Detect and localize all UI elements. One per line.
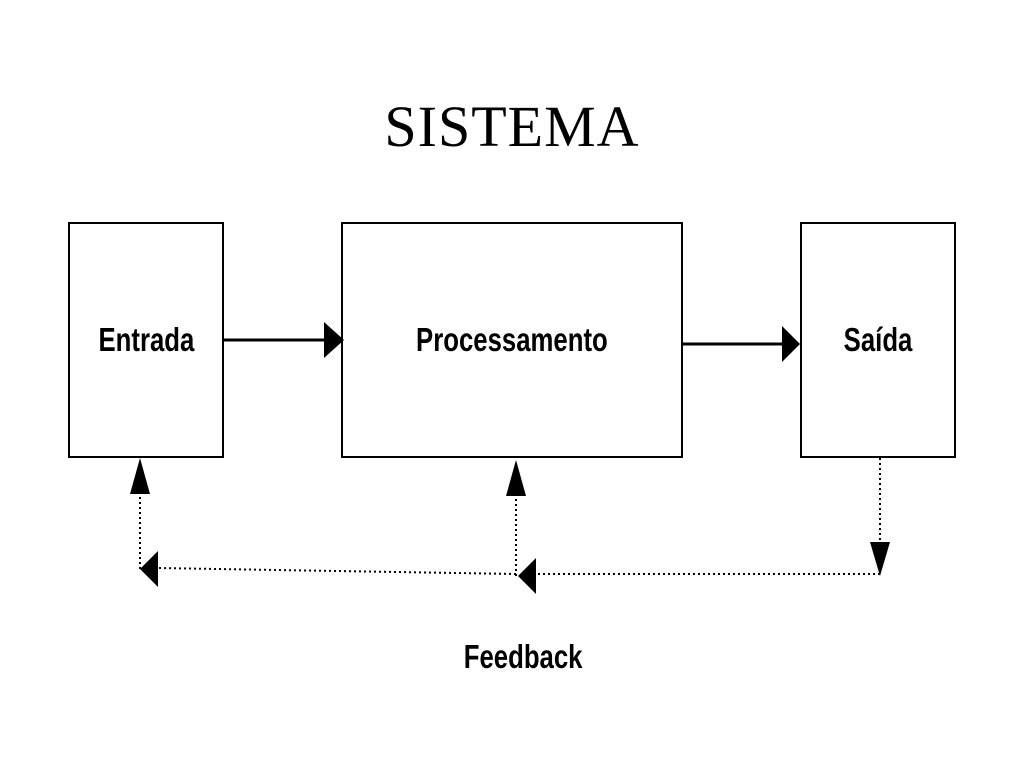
feedback-to-processing-head [506, 460, 526, 496]
processing-box-label: Processamento [416, 321, 608, 358]
arrow-processing-to-output-head [782, 326, 800, 362]
feedback-horizontal-left-head [140, 551, 158, 587]
input-box: Entrada [68, 222, 224, 458]
processing-box: Processamento [341, 222, 683, 458]
feedback-horizontal-right-head [518, 558, 536, 594]
output-box-label: Saída [843, 321, 913, 358]
feedback-to-input-head [130, 458, 150, 494]
diagram-title: SISTEMA [384, 94, 640, 159]
arrow-input-to-processing-head [324, 322, 344, 358]
feedback-label-wrapper: Feedback [0, 640, 1024, 673]
feedback-from-output-head [870, 542, 890, 576]
feedback-label: Feedback [464, 638, 583, 675]
output-box: Saída [800, 222, 956, 458]
input-box-label: Entrada [98, 321, 194, 358]
feedback-horizontal-left [157, 567, 517, 575]
